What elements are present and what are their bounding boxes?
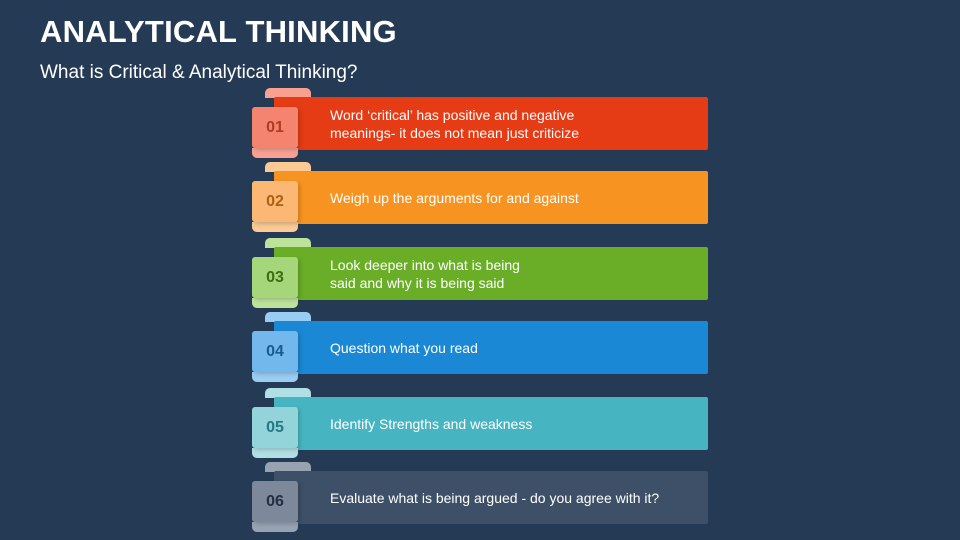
list-item-05: Identify Strengths and weakness 05 bbox=[252, 388, 708, 458]
tab-bottom bbox=[252, 372, 298, 382]
item-text: Question what you read bbox=[330, 339, 478, 356]
item-bar: Word ‘critical’ has positive and negativ… bbox=[274, 97, 708, 150]
item-number: 05 bbox=[252, 407, 298, 448]
tab-bottom bbox=[252, 448, 298, 458]
item-number: 03 bbox=[252, 257, 298, 298]
item-text: Word ‘critical’ has positive and negativ… bbox=[330, 106, 579, 141]
item-bar: Weigh up the arguments for and against bbox=[274, 171, 708, 224]
tab-top bbox=[265, 162, 311, 172]
tab-bottom bbox=[252, 222, 298, 232]
item-bar: Evaluate what is being argued - do you a… bbox=[274, 471, 708, 524]
tab-bottom bbox=[252, 298, 298, 308]
tab-top bbox=[265, 88, 311, 98]
list-item-01: Word ‘critical’ has positive and negativ… bbox=[252, 88, 708, 158]
tab-top bbox=[265, 238, 311, 248]
tab-bottom bbox=[252, 522, 298, 532]
item-text: Weigh up the arguments for and against bbox=[330, 189, 579, 206]
item-number: 04 bbox=[252, 331, 298, 372]
item-number: 01 bbox=[252, 107, 298, 148]
item-text: Evaluate what is being argued - do you a… bbox=[330, 489, 660, 506]
tab-bottom bbox=[252, 148, 298, 158]
item-text: Identify Strengths and weakness bbox=[330, 415, 533, 432]
item-text: Look deeper into what is being said and … bbox=[330, 256, 520, 291]
tab-top bbox=[265, 312, 311, 322]
item-bar: Question what you read bbox=[274, 321, 708, 374]
list-item-02: Weigh up the arguments for and against 0… bbox=[252, 162, 708, 232]
item-bar: Identify Strengths and weakness bbox=[274, 397, 708, 450]
tab-top bbox=[265, 462, 311, 472]
list-item-03: Look deeper into what is being said and … bbox=[252, 238, 708, 308]
item-number: 06 bbox=[252, 481, 298, 522]
tab-top bbox=[265, 388, 311, 398]
item-bar: Look deeper into what is being said and … bbox=[274, 247, 708, 300]
item-number: 02 bbox=[252, 181, 298, 222]
slide-subtitle: What is Critical & Analytical Thinking? bbox=[40, 62, 358, 83]
list-item-06: Evaluate what is being argued - do you a… bbox=[252, 462, 708, 532]
slide-title: ANALYTICAL THINKING bbox=[40, 14, 397, 49]
list-item-04: Question what you read 04 bbox=[252, 312, 708, 382]
